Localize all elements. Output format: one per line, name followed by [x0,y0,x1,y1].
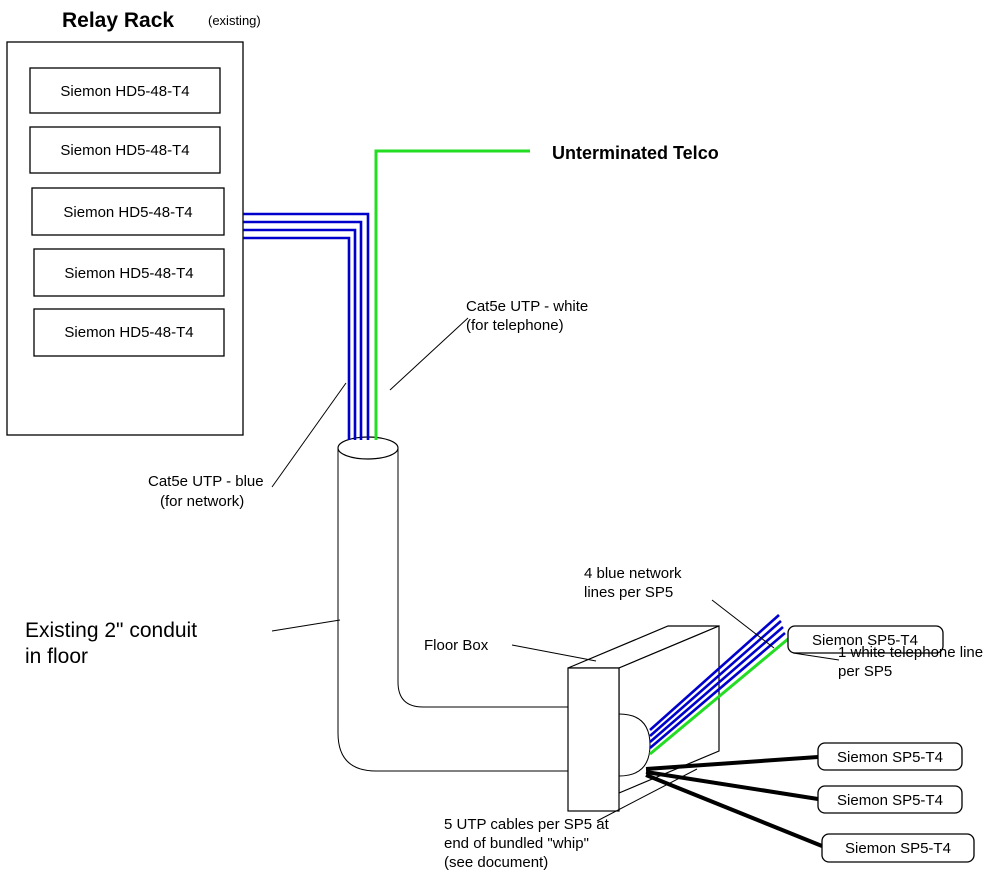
outlet-3 [817,785,963,814]
telephone-cable [374,149,530,440]
patch-panel-1-label: Siemon HD5-48-T4 [60,83,189,100]
network-cable-2 [243,220,363,440]
outlet-4 [821,833,975,863]
utp-whip-1 [645,755,819,771]
telco-label: Unterminated Telco [552,143,719,163]
blue-cable-label-line-2: (for network) [160,493,244,510]
conduit-opening [337,436,399,460]
floor-box-label: Floor Box [424,637,489,654]
leader-blue-cable [271,382,347,488]
patch-panel-3-label: Siemon HD5-48-T4 [63,204,192,221]
floor-conduit [337,436,568,772]
blue-cable-label-line-1: Cat5e UTP - blue [148,473,264,490]
utp-whip-2 [645,770,819,801]
utp-whip-3 [645,773,823,848]
leader-white-line [792,652,840,661]
patch-panel-4-label: Siemon HD5-48-T4 [64,265,193,282]
outlet-1-label: Siemon SP5-T4 [812,632,918,649]
blue-lines-label-line-1: 4 blue network [584,565,682,582]
patch-panel-5-label: Siemon HD5-48-T4 [64,324,193,341]
outlets: Siemon SP5-T4 Siemon SP5-T4 Siemon SP5-T… [787,625,975,863]
relay-rack: Relay Rack (existing) Siemon HD5-48-T4 S… [6,9,261,436]
rack-cables [243,149,530,440]
whip-label-line-3: (see document) [444,854,548,871]
white-cable-label-line-2: (for telephone) [466,317,564,334]
white-line-label-line-1: 1 white telephone line [838,644,983,661]
outlet-2-label: Siemon SP5-T4 [837,749,943,766]
conduit-label-line-2: in floor [25,645,88,668]
network-line-out-4 [649,614,780,731]
outlet-2 [817,742,963,771]
network-cable-3 [243,228,357,440]
white-cable-label-line-1: Cat5e UTP - white [466,298,588,315]
patch-panel-3 [31,187,225,236]
floor-box [567,625,720,812]
blue-lines-label-line-2: lines per SP5 [584,584,673,601]
annotations: Unterminated Telco Cat5e UTP - white (fo… [25,143,983,871]
whip-label-line-1: 5 UTP cables per SP5 at [444,816,610,833]
rack-subtitle: (existing) [208,13,261,28]
outlet-1 [787,625,944,654]
leader-blue-lines [711,599,775,649]
telephone-line-out [649,637,789,756]
outlet-4-label: Siemon SP5-T4 [845,840,951,857]
network-cable-4 [243,236,351,440]
leader-lines [271,317,840,822]
network-line-out-3 [649,620,782,737]
leader-floor-box [511,644,597,662]
patch-panel-2 [29,126,221,174]
whip-cables [645,614,823,848]
patch-panel-2-label: Siemon HD5-48-T4 [60,142,189,159]
patch-panel-1 [29,67,221,114]
network-cable-1 [243,212,370,440]
conduit-label-line-1: Existing 2" conduit [25,619,197,642]
leader-white-cable [389,317,469,391]
floor-box-front [567,667,620,812]
patch-panel-5 [33,308,225,357]
leader-conduit [271,619,341,632]
network-line-out-2 [649,626,784,743]
rack-title: Relay Rack [62,9,174,32]
whip-label-line-2: end of bundled "whip" [444,835,589,852]
patch-panel-4 [33,248,225,297]
network-line-out-1 [649,632,786,749]
white-line-label-line-2: per SP5 [838,663,892,680]
outlet-3-label: Siemon SP5-T4 [837,792,943,809]
leader-whip [596,768,698,822]
